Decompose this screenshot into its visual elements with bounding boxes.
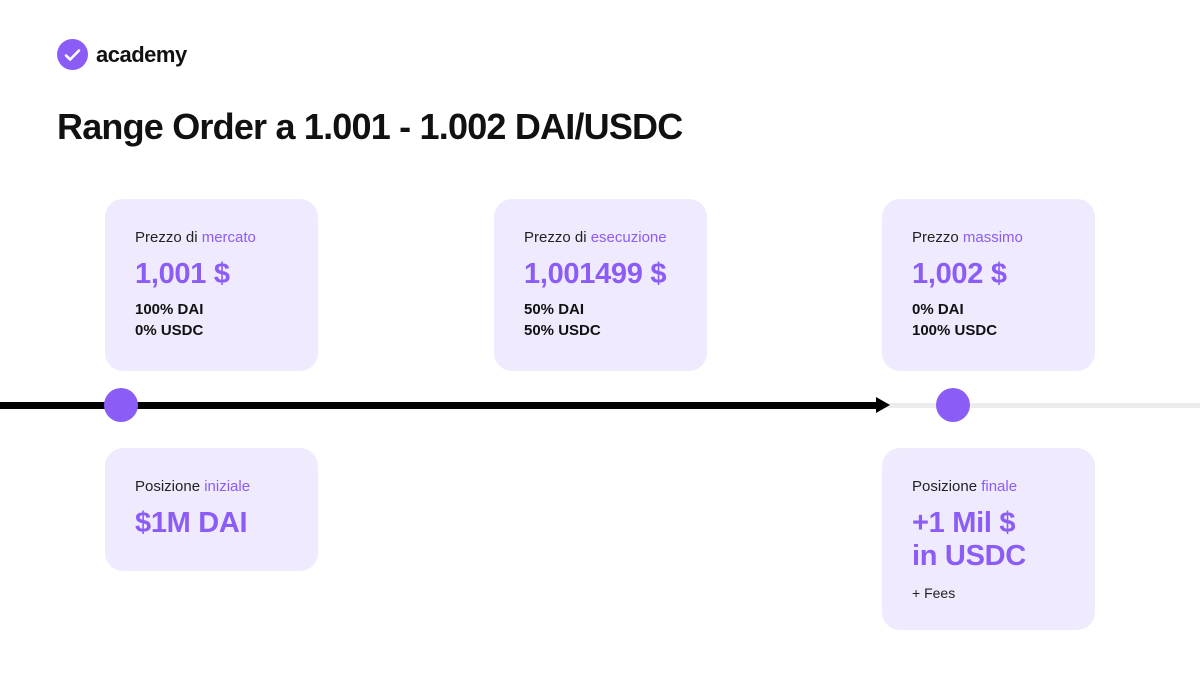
card-label: Prezzo di esecuzione [524, 229, 667, 246]
card-label: Prezzo di mercato [135, 229, 256, 246]
card-execution-price: Prezzo di esecuzione 1,001499 $ 50% DAI … [494, 199, 707, 371]
card-value: +1 Mil $ in USDC [912, 507, 1095, 573]
card-value-line: in USDC [912, 540, 1026, 572]
card-max-price: Prezzo massimo 1,002 $ 0% DAI 100% USDC [882, 199, 1095, 371]
card-note: + Fees [912, 585, 956, 601]
arrow-head-icon [876, 397, 890, 413]
card-value: $1M DAI [135, 507, 248, 539]
check-mark-icon [57, 39, 88, 70]
card-value: 1,002 $ [912, 258, 1007, 290]
end-marker-dot [936, 388, 970, 422]
card-line: 0% USDC [135, 322, 204, 339]
page-title: Range Order a 1.001 - 1.002 DAI/USDC [57, 106, 683, 147]
card-initial-position: Posizione iniziale $1M DAI [105, 448, 318, 571]
card-line: 50% DAI [524, 301, 585, 318]
card-label: Prezzo massimo [912, 229, 1023, 246]
card-label: Posizione finale [912, 478, 1018, 495]
start-marker-dot [104, 388, 138, 422]
card-value: 1,001499 $ [524, 258, 667, 290]
brand-name: academy [96, 41, 187, 67]
card-value-line: +1 Mil $ [912, 507, 1016, 539]
card-market-price: Prezzo di mercato 1,001 $ 100% DAI 0% US… [105, 199, 318, 371]
card-final-position: Posizione finale +1 Mil $ in USDC + Fees [882, 448, 1095, 630]
card-label: Posizione iniziale [135, 478, 251, 495]
brand-logo: academy [57, 39, 187, 70]
card-line: 50% USDC [524, 322, 601, 339]
card-line: 100% USDC [912, 322, 998, 339]
card-line: 0% DAI [912, 301, 964, 318]
price-track-progress [0, 402, 880, 409]
card-line: 100% DAI [135, 301, 204, 318]
card-value: 1,001 $ [135, 258, 230, 290]
